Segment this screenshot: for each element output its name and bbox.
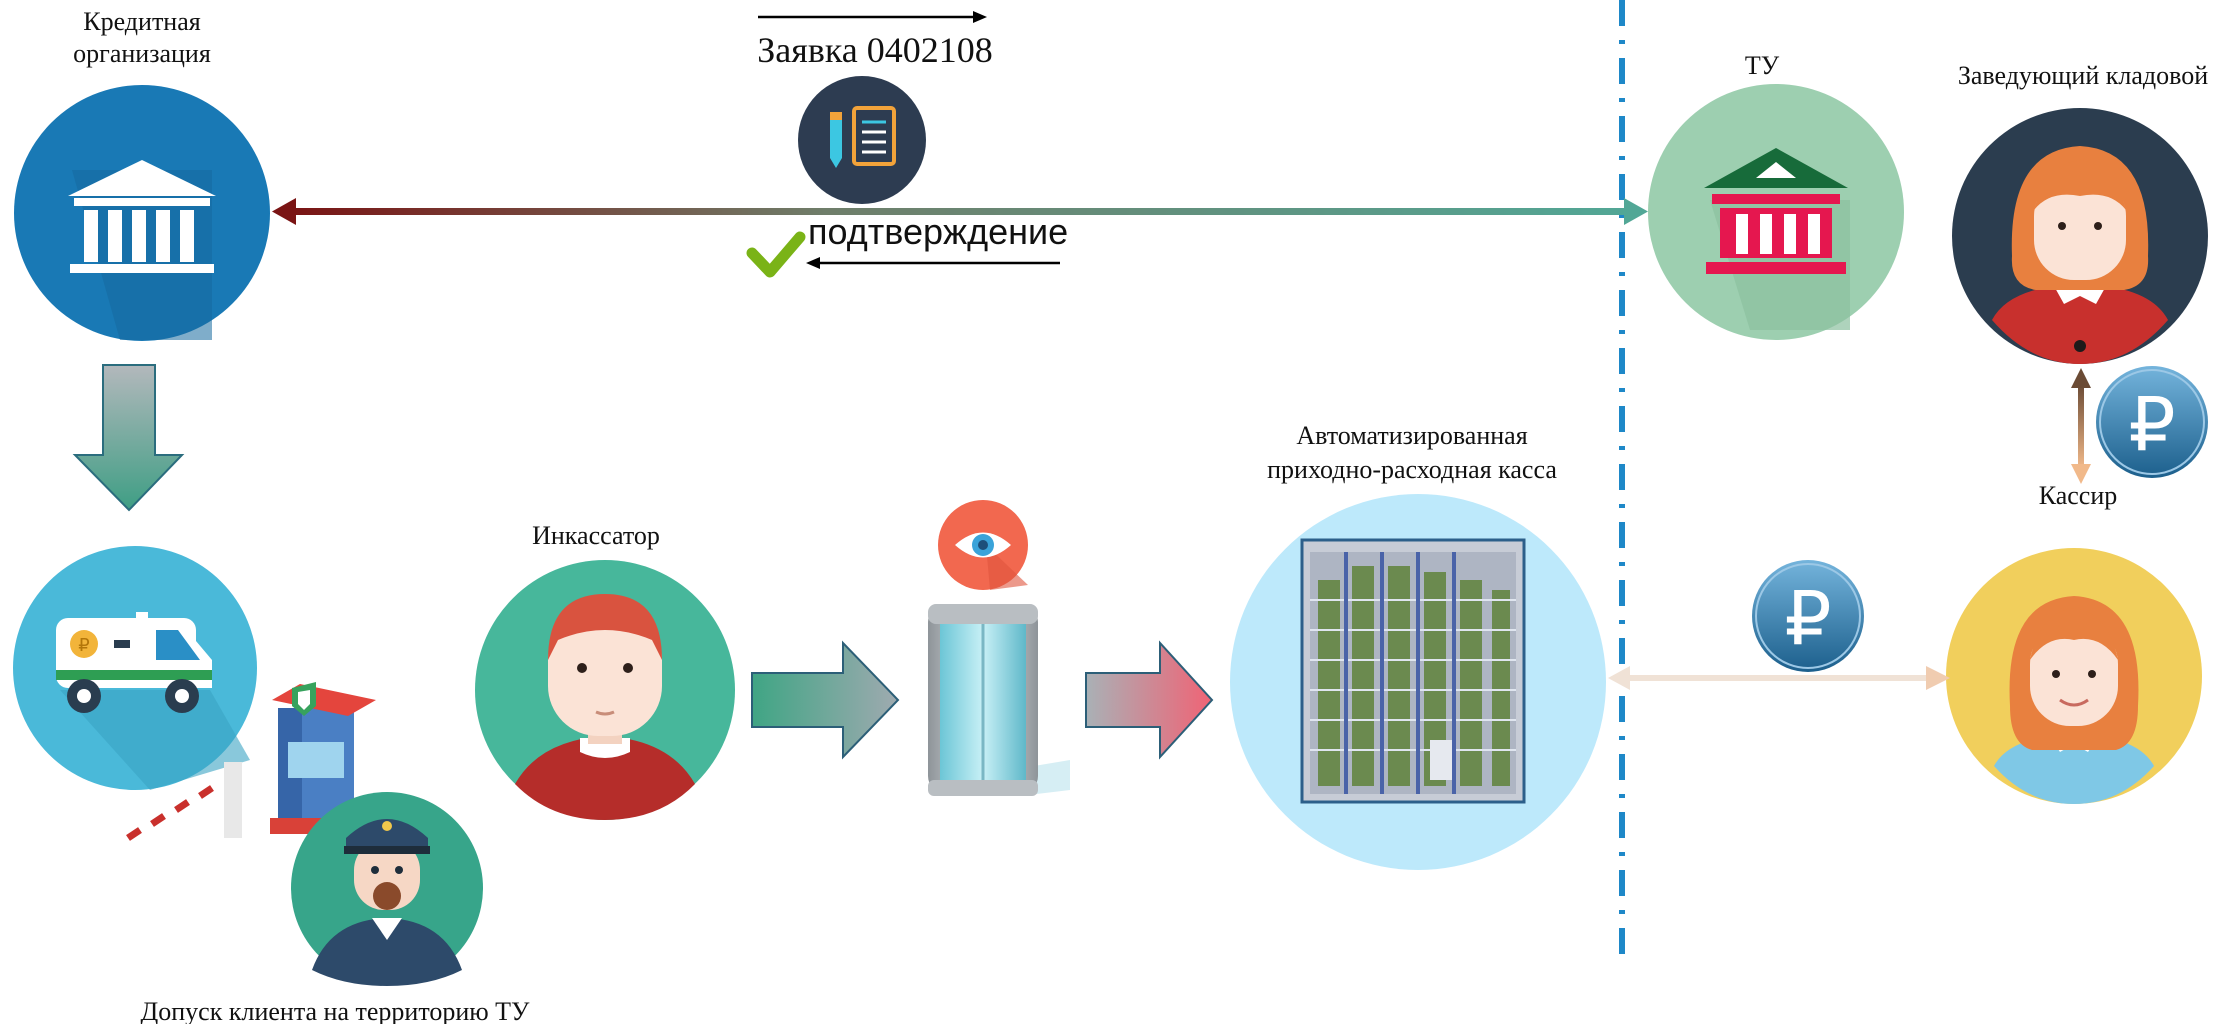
cash-desk-label-1: Автоматизированная: [1296, 421, 1527, 450]
cash-desk-label-2: приходно-расходная касса: [1267, 455, 1557, 484]
tu-node: ТУ: [1648, 51, 1904, 340]
bank-icon: [68, 160, 216, 273]
woman-avatar-icon: [1952, 108, 2208, 364]
collector-node: Инкассатор: [475, 521, 735, 820]
cashier-label: Кассир: [2039, 481, 2118, 510]
document-pen-icon: [798, 76, 926, 204]
checkmark-icon: [746, 231, 806, 278]
arrow-to-airlock: [751, 640, 900, 760]
storekeeper-label: Заведующий кладовой: [1958, 61, 2208, 90]
girl-avatar-icon: [1946, 548, 2202, 804]
collector-label: Инкассатор: [532, 521, 660, 550]
storekeeper-node: Заведующий кладовой: [1952, 61, 2208, 364]
cash-van-icon: ₽: [13, 546, 257, 790]
bank-icon: [1704, 148, 1848, 274]
svg-text:₽: ₽: [1784, 576, 1831, 662]
guard-avatar-icon: [291, 792, 483, 986]
request-annotation: Заявка 0402108: [757, 11, 993, 70]
cashier-node: [1946, 548, 2202, 804]
security-airlock-icon: [928, 604, 1070, 796]
request-label: Заявка 0402108: [757, 30, 993, 70]
cash-transfer-arrow: [1608, 666, 1950, 690]
ruble-coin-icon: ₽: [1752, 560, 1864, 672]
ruble-coin-icon: ₽: [2096, 366, 2208, 478]
main-exchange-arrow: [272, 198, 1648, 225]
svg-text:₽: ₽: [78, 635, 89, 656]
cash-desk-node: Автоматизированная приходно-расходная ка…: [1230, 421, 1606, 870]
credit-org-label-2: организация: [73, 39, 211, 68]
ruble-exchange-arrow: [2071, 368, 2091, 484]
svg-text:₽: ₽: [2128, 382, 2175, 468]
credit-org-label-1: Кредитная: [83, 7, 200, 36]
arrow-to-cash-desk: [1085, 640, 1214, 760]
automated-storage-icon: [1300, 538, 1526, 804]
admission-label: Допуск клиента на территорию ТУ: [141, 997, 531, 1024]
confirmation-annotation: подтверждение: [746, 211, 1068, 278]
down-arrow: [72, 364, 185, 512]
tu-label: ТУ: [1745, 51, 1780, 80]
credit-organization-node: Кредитная организация: [14, 7, 270, 341]
eye-icon: [938, 500, 1028, 590]
confirmation-label: подтверждение: [808, 211, 1068, 252]
man-avatar-icon: [475, 560, 735, 820]
